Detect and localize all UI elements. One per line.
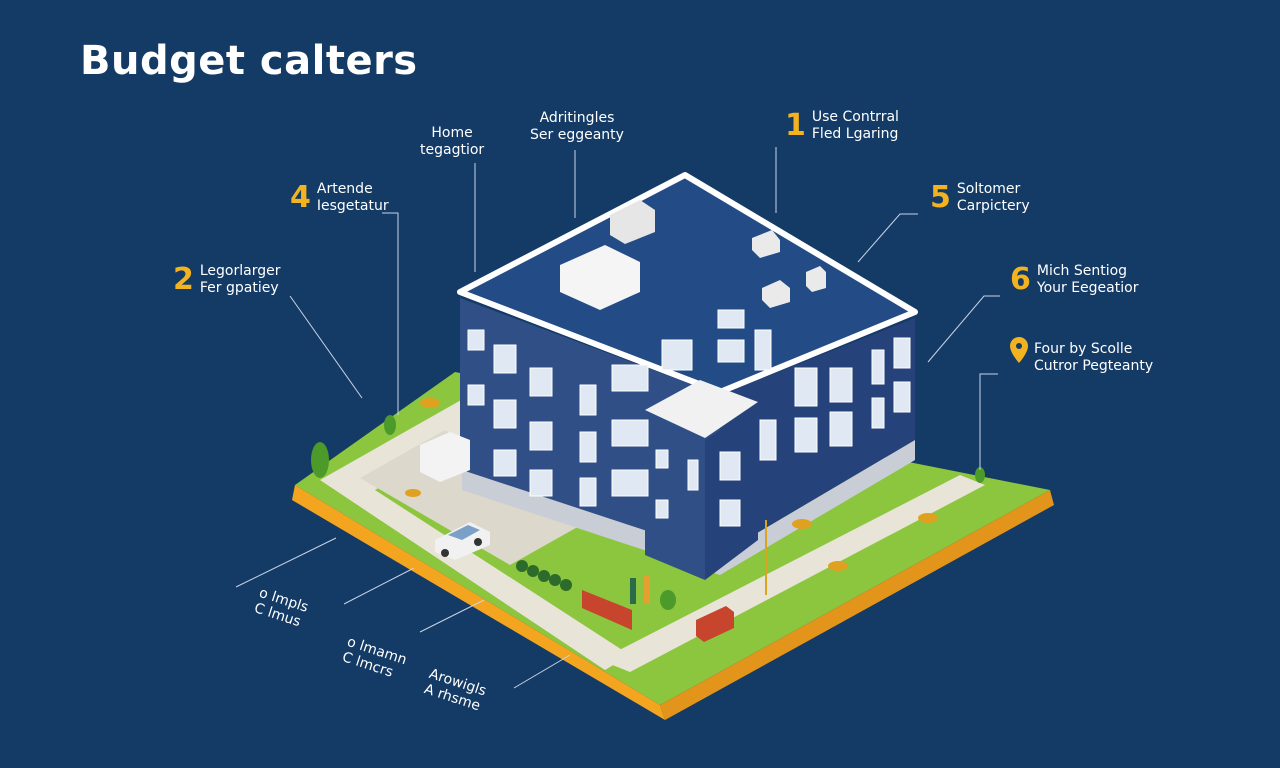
window [611, 419, 649, 447]
window [529, 421, 553, 451]
callout-4: 4 Artende Iesgetatur [290, 180, 389, 215]
street-bench [696, 606, 734, 642]
callout-line1: Soltomer [956, 180, 1021, 197]
window [759, 419, 777, 461]
leader-line-5 [857, 213, 918, 263]
callout-line2: Fled Lgaring [811, 125, 899, 142]
window [529, 367, 553, 397]
callout-6: 6 Mich Sentiog Your Eegeatior [1010, 262, 1138, 297]
leader-line-bottom-4 [513, 654, 571, 689]
window [467, 384, 485, 406]
window [871, 349, 885, 385]
callout-line2: tegagtior [420, 142, 485, 158]
leader-line-bottom-1 [235, 537, 337, 588]
callout-pin: Four by Scolle Cutror Pegteanty [1034, 341, 1153, 375]
leader-line-2 [289, 295, 363, 399]
callout-line2: Iesgetatur [316, 197, 389, 214]
window [493, 449, 517, 477]
callout-line1: Adritingles [539, 110, 615, 126]
flower-planter [405, 398, 938, 571]
callout-line1: Legorlarger [199, 262, 281, 279]
callout-number: 1 [785, 108, 806, 143]
callout-line2: Carpictery [956, 197, 1030, 214]
callout-line1: Use Contrral [811, 108, 899, 125]
window [467, 329, 485, 351]
callout-line1: Four by Scolle [1034, 341, 1133, 357]
rooftop-vent-2 [806, 266, 826, 292]
window [893, 381, 911, 413]
callout-5: 5 Soltomer Carpictery [930, 180, 1030, 215]
rooftop-unit-small [610, 200, 655, 244]
diagram-title: Budget calters [80, 38, 418, 84]
callout-adritingles: Adritingles Ser eggeanty [530, 110, 624, 144]
callout-number: 4 [290, 180, 311, 215]
window [687, 459, 699, 491]
window [719, 451, 741, 481]
window [754, 329, 772, 371]
window [493, 399, 517, 429]
leader-line-pin [979, 373, 998, 470]
leader-line-bottom-2 [343, 567, 415, 605]
callout-line2: Ser eggeanty [530, 127, 624, 143]
window [611, 364, 649, 392]
leader-line-6 [927, 295, 1000, 363]
callout-line2: Fer gpatiey [199, 279, 279, 296]
parked-car [435, 522, 490, 560]
base-plate-right-edge [660, 490, 1054, 720]
callout-1: 1 Use Contrral Fled Lgaring [785, 108, 899, 143]
window [893, 337, 911, 369]
rooftop-unit-large [560, 245, 640, 310]
callout-line1: Artende [316, 180, 373, 197]
window [829, 367, 853, 403]
window [719, 499, 741, 527]
callout-line1: Home [431, 125, 473, 141]
window [579, 477, 597, 507]
window [579, 431, 597, 463]
mailbox-kiosk [420, 432, 470, 482]
callout-line2: Your Eegeatior [1036, 279, 1139, 296]
window [794, 417, 818, 453]
window [493, 344, 517, 374]
window [529, 469, 553, 497]
callout-2: 2 Legorlarger Fer gpatiey [173, 262, 280, 297]
people [630, 576, 650, 604]
tree [311, 415, 985, 610]
callout-line2: Cutror Pegteanty [1034, 358, 1154, 374]
window [611, 469, 649, 497]
window [794, 367, 818, 407]
callout-number: 2 [173, 262, 194, 297]
callout-number: 6 [1010, 262, 1031, 297]
location-pin-icon [1010, 337, 1028, 363]
window [871, 397, 885, 429]
window [717, 339, 745, 363]
hedge [516, 560, 572, 591]
window [661, 339, 693, 371]
window [717, 309, 745, 329]
building-roof [457, 172, 918, 395]
annex-roof [645, 380, 758, 438]
rooftop-unit-right [752, 230, 780, 258]
callout-line1: Mich Sentiog [1036, 262, 1128, 279]
rooftop-vent [762, 280, 790, 308]
annex-right-face [705, 405, 758, 580]
window [829, 411, 853, 447]
window [579, 384, 597, 416]
leader-line-4 [382, 212, 399, 415]
leader-line-bottom-3 [419, 599, 485, 633]
window [655, 499, 669, 519]
callout-number: 5 [930, 180, 951, 215]
callout-home: Home tegagtior [420, 125, 484, 159]
garden-fence [582, 590, 632, 630]
annex-left-face [645, 415, 705, 580]
walkway [360, 430, 590, 565]
window [655, 449, 669, 469]
